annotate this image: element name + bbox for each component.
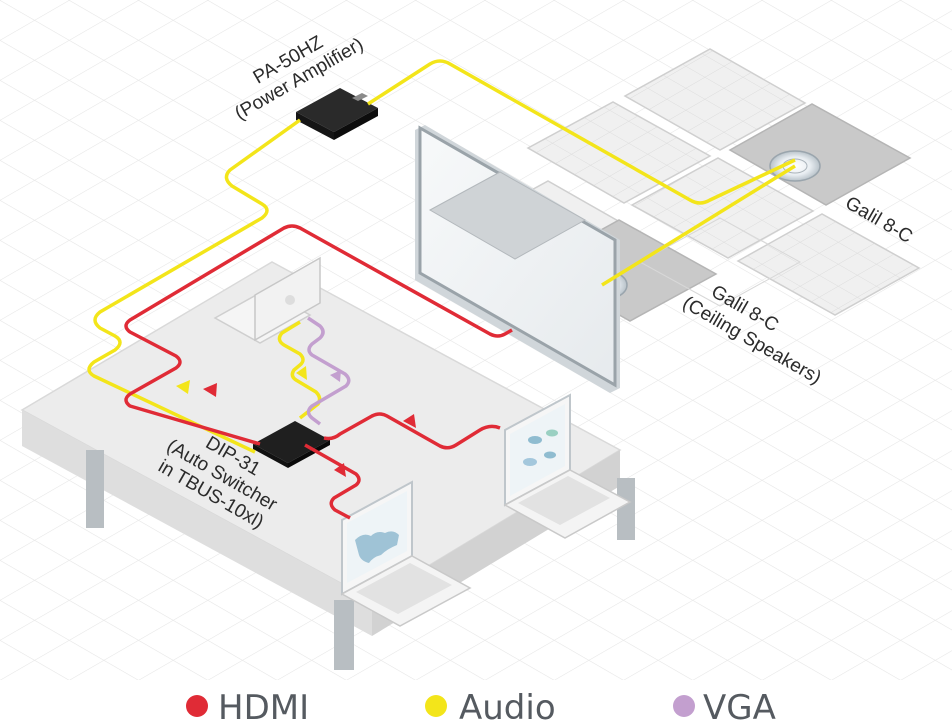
ceiling-tile — [625, 49, 805, 150]
legend-audio-swatch-icon — [425, 695, 447, 717]
table-leg — [86, 450, 104, 528]
ceiling-tile — [638, 217, 802, 307]
diagram-node-icon — [546, 429, 558, 437]
hdmi-arrow-icon — [203, 383, 217, 397]
hdmi-cable-right-laptop — [323, 412, 501, 450]
hdmi-cable-to-display — [124, 224, 513, 446]
ceiling-tile-speaker — [728, 103, 912, 206]
power-amplifier — [296, 88, 378, 140]
ceiling-tile — [738, 214, 919, 315]
audio-arrow-icon — [176, 380, 190, 394]
audio-cables — [87, 59, 796, 454]
table-leg — [334, 600, 354, 670]
legend-vga-label: VGA — [703, 688, 776, 728]
hdmi-arrow-icon — [403, 414, 416, 428]
audio-cable-amp-to-table — [87, 118, 302, 454]
laptop-bottom — [340, 480, 472, 627]
audio-arrow-icon — [296, 366, 307, 380]
hdmi-cable-bottom-laptop — [304, 443, 361, 520]
legend-hdmi-swatch-icon — [186, 695, 208, 717]
laptop-top — [213, 256, 321, 344]
ceiling-tile — [632, 158, 813, 258]
audio-cable-amp-to-speaker — [367, 59, 796, 205]
table-leg — [617, 478, 635, 540]
laptop-right — [503, 393, 632, 539]
vga-arrow-icon — [330, 370, 341, 382]
audio-cable-speaker-link — [601, 164, 796, 287]
hdmi-arrow-icon — [334, 463, 346, 477]
legend-audio-label: Audio — [459, 688, 556, 728]
auto-switcher — [253, 421, 330, 468]
diagram-node-icon — [544, 451, 556, 459]
legend: HDMI Audio VGA — [186, 688, 776, 728]
audio-cable-laptop — [277, 320, 322, 420]
vga-cable — [306, 316, 351, 426]
display-screen — [415, 125, 620, 393]
ceiling-tile — [528, 102, 710, 203]
diagram-node-icon — [528, 436, 542, 444]
diagram-node-icon — [523, 458, 537, 466]
legend-hdmi-label: HDMI — [218, 688, 309, 728]
hdmi-cables — [124, 224, 513, 520]
legend-vga-swatch-icon — [673, 695, 695, 717]
world-map-icon — [355, 531, 399, 563]
